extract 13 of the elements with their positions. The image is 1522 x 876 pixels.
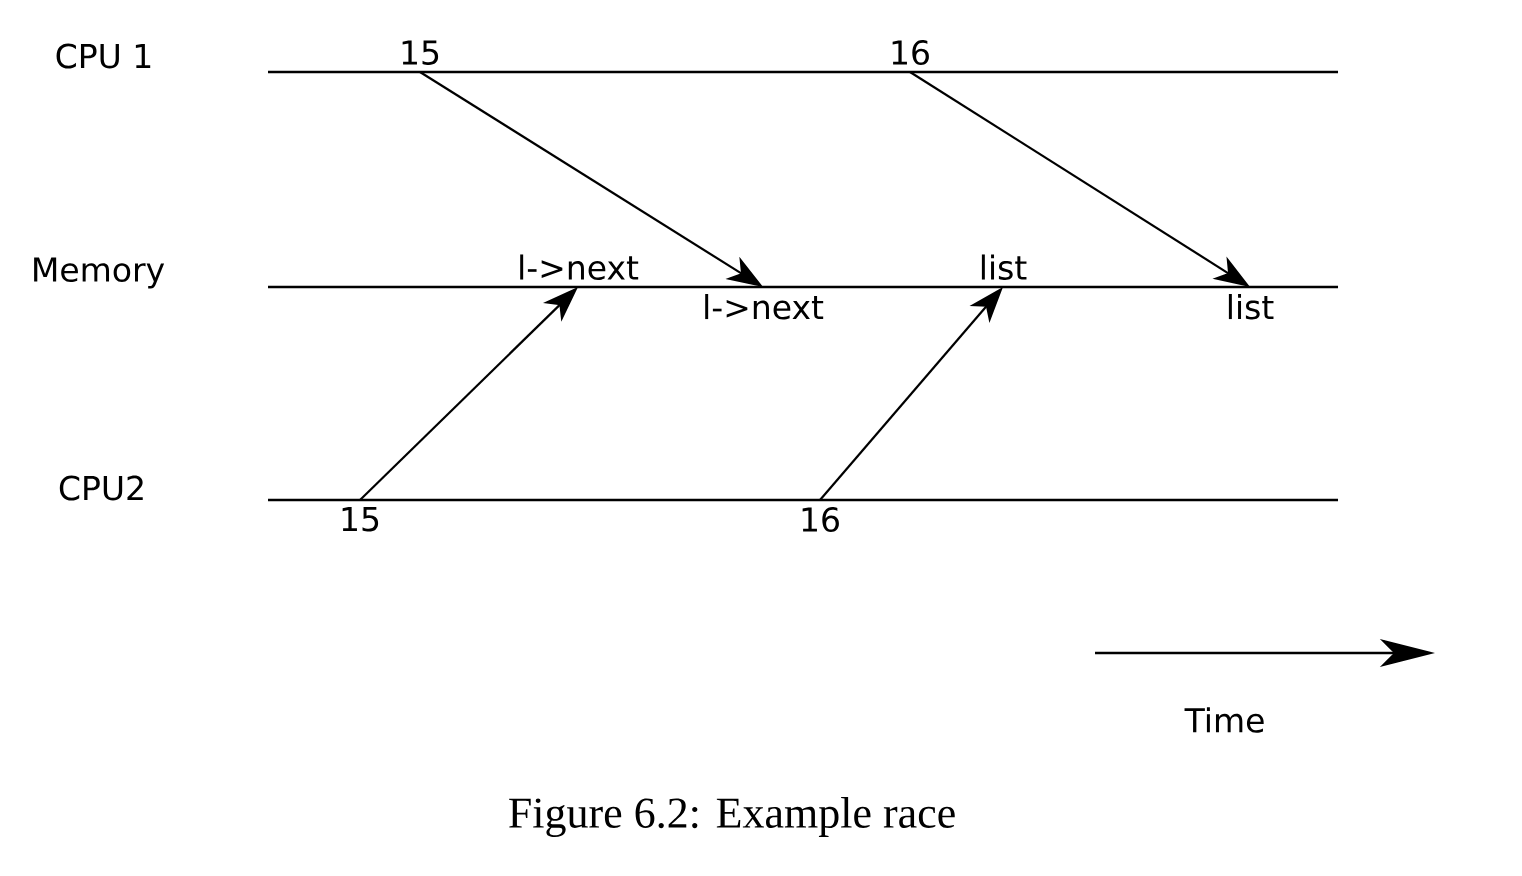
event-label: 16 xyxy=(892,40,929,65)
event-label: list xyxy=(981,254,1027,280)
event-label: list xyxy=(1228,294,1274,320)
axis-label: CPU 1 xyxy=(56,43,151,69)
event-label: l->next xyxy=(520,254,639,280)
event-label: 15 xyxy=(342,507,379,532)
event-label: 16 xyxy=(802,507,839,532)
time-label: Time xyxy=(1184,707,1264,733)
axis-label: CPU2 xyxy=(59,475,143,501)
caption: Figure 6.2: Example race xyxy=(509,797,955,837)
event-label: l->next xyxy=(705,294,824,320)
event-label: 15 xyxy=(402,40,439,65)
axis-label: Memory xyxy=(34,257,165,289)
